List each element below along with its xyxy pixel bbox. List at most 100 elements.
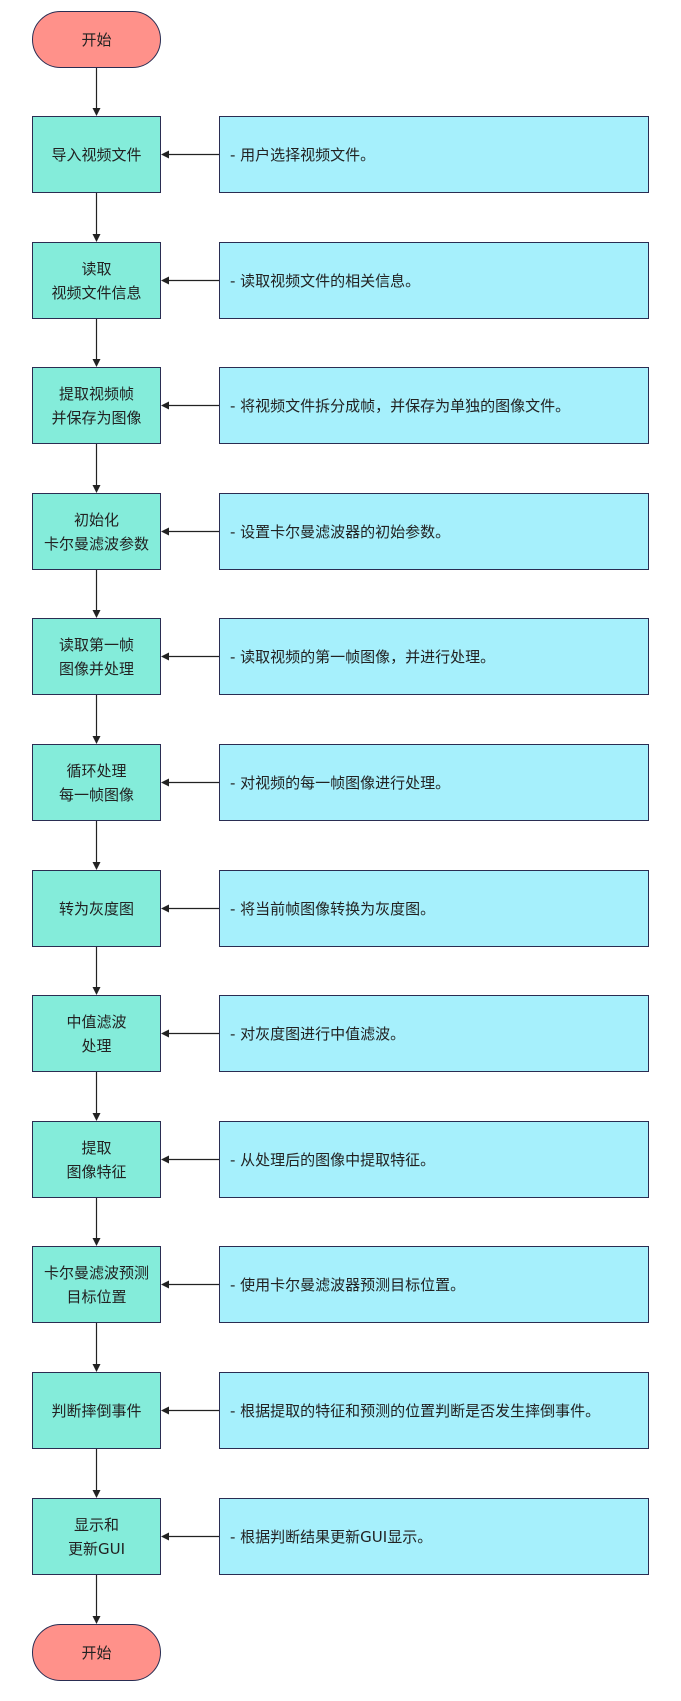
step-description: - 使用卡尔曼滤波器预测目标位置。 (219, 1246, 649, 1323)
step-description-text: - 从处理后的图像中提取特征。 (230, 1151, 436, 1169)
step-description-text: - 读取视频的第一帧图像，并进行处理。 (230, 648, 496, 666)
process-step-label: 循环处理 每一帧图像 (58, 761, 134, 804)
arrowhead-left-icon (161, 1406, 169, 1415)
description-connector (161, 527, 219, 536)
arrowhead-left-icon (161, 1532, 169, 1541)
end-terminal: 开始 (32, 1624, 161, 1681)
description-connector (161, 276, 219, 285)
process-step: 判断摔倒事件 (32, 1372, 161, 1449)
process-step: 导入视频文件 (32, 116, 161, 193)
flow-connector (92, 444, 101, 493)
step-description: - 读取视频的第一帧图像，并进行处理。 (219, 618, 649, 695)
step-description-text: - 对灰度图进行中值滤波。 (230, 1025, 406, 1043)
arrowhead-left-icon (161, 652, 169, 661)
step-description-text: - 根据判断结果更新GUI显示。 (230, 1528, 433, 1546)
process-step: 读取 视频文件信息 (32, 242, 161, 319)
arrowhead-left-icon (161, 1029, 169, 1038)
step-description: - 设置卡尔曼滤波器的初始参数。 (219, 493, 649, 570)
flow-connector (92, 193, 101, 242)
flow-connector (92, 1198, 101, 1246)
step-description-text: - 使用卡尔曼滤波器预测目标位置。 (230, 1276, 466, 1294)
step-description-text: - 用户选择视频文件。 (230, 146, 376, 164)
end-terminal-label: 开始 (81, 1644, 112, 1662)
process-step: 中值滤波 处理 (32, 995, 161, 1072)
process-step-label: 提取视频帧 并保存为图像 (51, 384, 142, 427)
process-step-label: 转为灰度图 (58, 899, 134, 918)
arrowhead-down-icon (92, 736, 101, 744)
process-step-label: 导入视频文件 (51, 145, 142, 164)
description-connector (161, 1155, 219, 1164)
process-step-label: 提取 图像特征 (66, 1138, 127, 1181)
step-description-text: - 设置卡尔曼滤波器的初始参数。 (230, 523, 451, 541)
arrowhead-down-icon (92, 1238, 101, 1246)
process-step: 提取 图像特征 (32, 1121, 161, 1198)
process-step: 显示和 更新GUI (32, 1498, 161, 1575)
flow-connector (92, 1323, 101, 1372)
arrowhead-left-icon (161, 1280, 169, 1289)
description-connector (161, 150, 219, 159)
step-description: - 从处理后的图像中提取特征。 (219, 1121, 649, 1198)
flow-connector (92, 1449, 101, 1498)
step-description: - 将当前帧图像转换为灰度图。 (219, 870, 649, 947)
step-description: - 对灰度图进行中值滤波。 (219, 995, 649, 1072)
description-connector (161, 904, 219, 913)
arrowhead-left-icon (161, 150, 169, 159)
process-step-label: 卡尔曼滤波预测 目标位置 (43, 1263, 149, 1306)
flow-connector (92, 1575, 101, 1624)
process-step: 读取第一帧 图像并处理 (32, 618, 161, 695)
arrowhead-down-icon (92, 1490, 101, 1498)
arrowhead-left-icon (161, 527, 169, 536)
step-description: - 对视频的每一帧图像进行处理。 (219, 744, 649, 821)
flow-connector (92, 319, 101, 367)
arrowhead-down-icon (92, 862, 101, 870)
arrowhead-down-icon (92, 485, 101, 493)
description-connector (161, 401, 219, 410)
arrowhead-left-icon (161, 1155, 169, 1164)
flow-connector (92, 570, 101, 618)
flow-connector (92, 1072, 101, 1121)
flow-connector (92, 947, 101, 995)
arrowhead-left-icon (161, 778, 169, 787)
arrowhead-down-icon (92, 359, 101, 367)
process-step-label: 初始化 卡尔曼滤波参数 (43, 510, 149, 553)
process-step-label: 判断摔倒事件 (51, 1401, 142, 1420)
arrowhead-down-icon (92, 987, 101, 995)
flow-connector (92, 821, 101, 870)
step-description-text: - 读取视频文件的相关信息。 (230, 272, 421, 290)
step-description-text: - 将视频文件拆分成帧，并保存为单独的图像文件。 (230, 397, 571, 415)
arrowhead-left-icon (161, 904, 169, 913)
description-connector (161, 778, 219, 787)
process-step-label: 读取第一帧 图像并处理 (58, 635, 134, 678)
step-description: - 读取视频文件的相关信息。 (219, 242, 649, 319)
process-step: 转为灰度图 (32, 870, 161, 947)
arrowhead-down-icon (92, 610, 101, 618)
arrowhead-down-icon (92, 108, 101, 116)
arrowhead-left-icon (161, 276, 169, 285)
arrowhead-down-icon (92, 234, 101, 242)
arrowhead-down-icon (92, 1364, 101, 1372)
description-connector (161, 652, 219, 661)
description-connector (161, 1406, 219, 1415)
start-terminal: 开始 (32, 11, 161, 68)
arrowhead-left-icon (161, 401, 169, 410)
process-step: 提取视频帧 并保存为图像 (32, 367, 161, 444)
flow-connector (92, 68, 101, 116)
arrowhead-down-icon (92, 1616, 101, 1624)
step-description-text: - 对视频的每一帧图像进行处理。 (230, 774, 451, 792)
process-step: 循环处理 每一帧图像 (32, 744, 161, 821)
step-description: - 根据提取的特征和预测的位置判断是否发生摔倒事件。 (219, 1372, 649, 1449)
step-description: - 将视频文件拆分成帧，并保存为单独的图像文件。 (219, 367, 649, 444)
step-description-text: - 将当前帧图像转换为灰度图。 (230, 900, 436, 918)
process-step-label: 显示和 更新GUI (67, 1515, 126, 1558)
process-step: 卡尔曼滤波预测 目标位置 (32, 1246, 161, 1323)
step-description-text: - 根据提取的特征和预测的位置判断是否发生摔倒事件。 (230, 1402, 601, 1420)
start-terminal-label: 开始 (81, 31, 112, 49)
process-step-label: 中值滤波 处理 (66, 1012, 127, 1055)
description-connector (161, 1280, 219, 1289)
description-connector (161, 1532, 219, 1541)
flow-connector (92, 695, 101, 744)
process-step-label: 读取 视频文件信息 (51, 259, 142, 302)
process-step: 初始化 卡尔曼滤波参数 (32, 493, 161, 570)
